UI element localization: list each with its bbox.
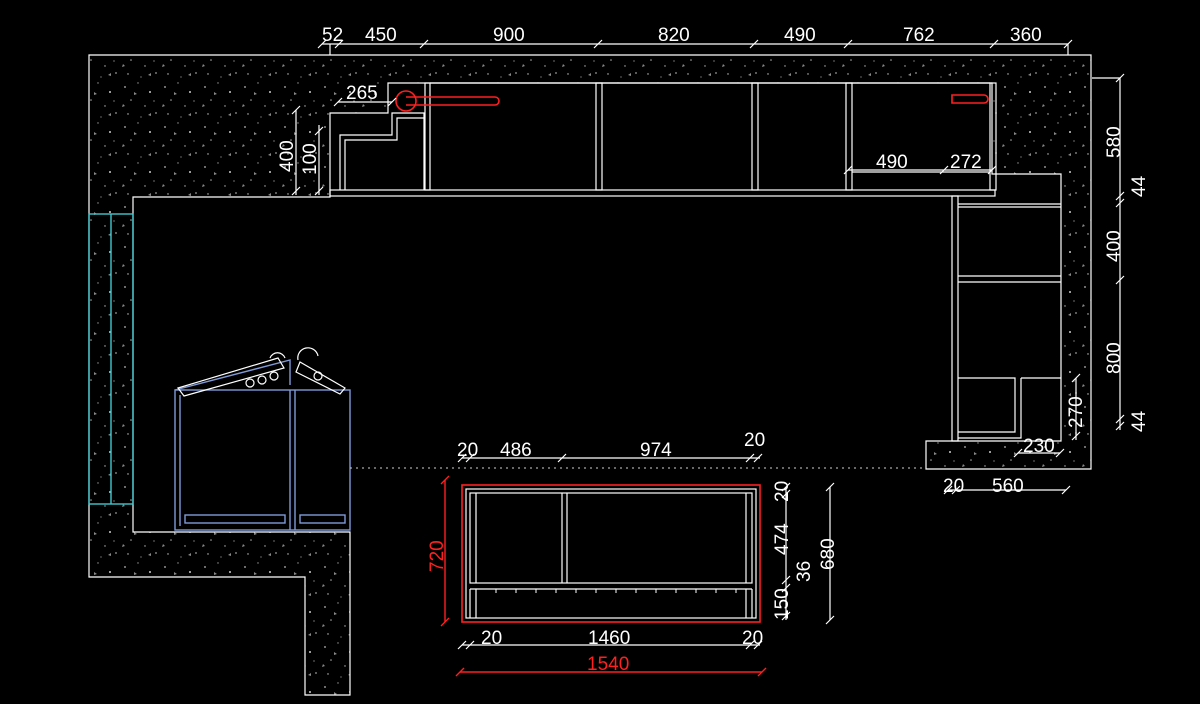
dim-top-52: 52: [322, 25, 343, 46]
dim-red-720: 720: [427, 540, 448, 572]
dim-detail-bottom-1460: 1460: [588, 628, 630, 649]
dim-detail-top-20b: 20: [744, 430, 765, 451]
dim-detail-top-486: 486: [500, 440, 532, 461]
window: [88, 213, 134, 505]
right-cabinet-run: [951, 195, 1061, 442]
dim-right-44a: 44: [1129, 175, 1150, 197]
dim-top-360: 360: [1010, 25, 1042, 46]
dim-detail-right-474: 474: [772, 523, 793, 555]
dim-detail-bottom-20a: 20: [481, 628, 502, 649]
upper-cabinet-run: [329, 82, 997, 197]
dim-detail-right-20: 20: [772, 481, 793, 502]
walls: [88, 54, 1092, 696]
dim-top-450: 450: [365, 25, 397, 46]
dim-100-left: 100: [300, 143, 321, 175]
dim-right-800: 800: [1104, 342, 1125, 374]
dim-top-762: 762: [903, 25, 935, 46]
dim-rb-560: 560: [992, 476, 1024, 497]
dimension-lines: [291, 39, 1125, 650]
dim-top-490: 490: [784, 25, 816, 46]
red-dimension-lines: [440, 475, 767, 677]
dim-right-580: 580: [1104, 126, 1125, 158]
dim-right-230: 230: [1023, 436, 1055, 457]
dim-red-1540: 1540: [587, 654, 629, 675]
appliance-cabinet: [174, 347, 351, 531]
dim-detail-right-150: 150: [772, 588, 793, 620]
dim-right-270: 270: [1066, 396, 1087, 428]
dim-detail-top-974: 974: [640, 440, 672, 461]
dim-detail-top-20a: 20: [457, 440, 478, 461]
dim-490-inner: 490: [876, 152, 908, 173]
dim-rb-20: 20: [943, 476, 964, 497]
dimension-labels: 52 450 900 820 490 762 360 580 44 400 80…: [277, 25, 1150, 675]
cabinet-elevation: [461, 484, 761, 623]
dim-detail-bottom-20b: 20: [742, 628, 763, 649]
dim-top-820: 820: [658, 25, 690, 46]
dim-272-inner: 272: [950, 152, 982, 173]
dim-top-900: 900: [493, 25, 525, 46]
dim-right-400: 400: [1104, 230, 1125, 262]
dim-right-44b: 44: [1129, 410, 1150, 432]
gas-pipe: [395, 90, 989, 112]
dim-detail-right-680: 680: [818, 538, 839, 570]
dim-265: 265: [346, 83, 378, 104]
dim-detail-right-36: 36: [794, 561, 815, 582]
dim-400-left: 400: [277, 140, 298, 172]
